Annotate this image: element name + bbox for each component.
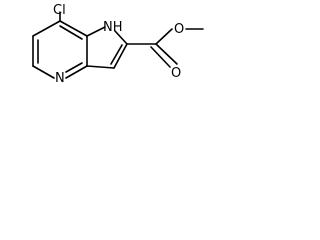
bond-carbonyl-c-o-inner <box>150 46 171 68</box>
bond-c2-c3 <box>113 43 128 69</box>
chlorine-label: Cl <box>53 3 66 18</box>
bond-n4-c3a-inner <box>65 62 83 73</box>
carbonyl-oxygen-label: O <box>171 66 181 81</box>
bond-n1-c2 <box>114 30 128 45</box>
bond-c2-c3-inner <box>110 44 123 65</box>
bond-carbonyl-c-o <box>155 43 178 65</box>
bond-c7-c6 <box>32 20 61 37</box>
bond-c5-n4 <box>32 65 55 79</box>
chemical-structure-diagram: Cl NH N O O <box>32 3 204 86</box>
pyrrole-nitrogen-label: NH <box>103 20 123 35</box>
bond-carbonyl-c-methoxy-o <box>155 28 173 45</box>
bond-c7a-c7-inner <box>59 25 83 40</box>
methoxy-oxygen-label: O <box>174 22 184 37</box>
bond-n4-c3a <box>65 65 88 79</box>
bond-c3-c3a <box>86 65 115 69</box>
bond-c7a-n1 <box>86 26 106 37</box>
bonds <box>32 11 204 79</box>
pyridine-nitrogen-label: N <box>55 71 65 86</box>
bond-c7a-c7 <box>59 20 88 37</box>
atom-labels: Cl NH N O O <box>53 3 184 86</box>
